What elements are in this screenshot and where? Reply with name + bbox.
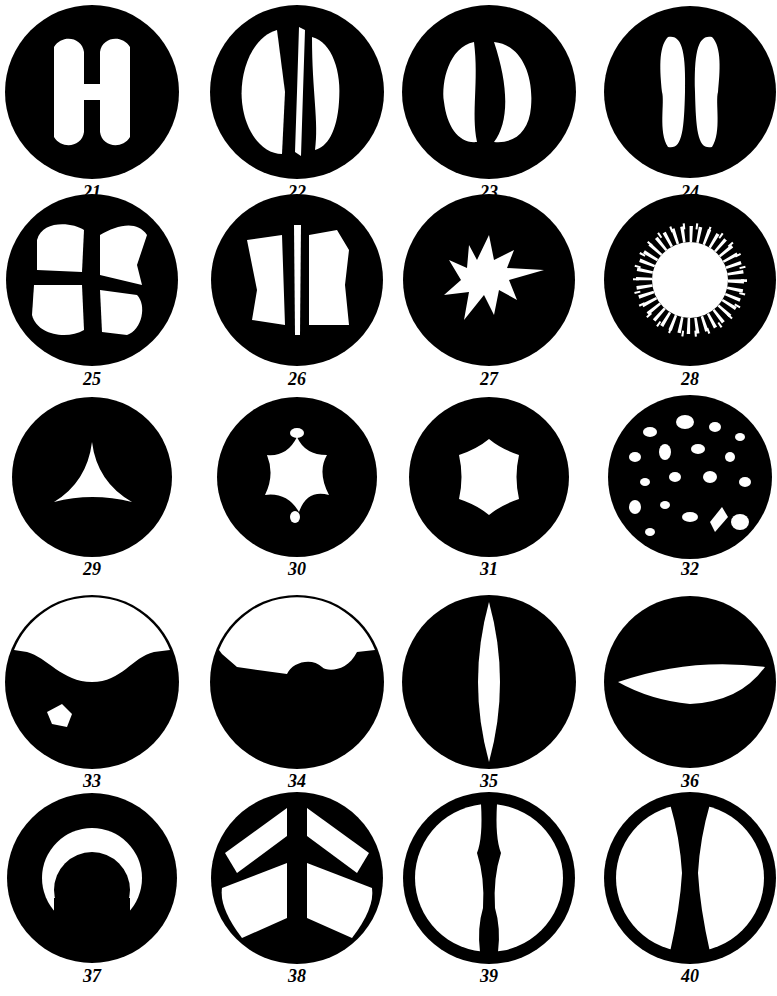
figure-number: 27: [480, 369, 498, 390]
figure-29: [12, 397, 172, 557]
figure-number: 26: [288, 369, 306, 390]
figure-37: [7, 793, 177, 963]
figure-number: 32: [681, 559, 699, 580]
figure-38: [211, 792, 383, 964]
figure-32: [608, 395, 772, 559]
figure-number: 30: [288, 559, 306, 580]
figure-number: 34: [288, 771, 306, 792]
figure-number: 25: [83, 369, 101, 390]
figure-34: [210, 595, 384, 769]
figure-number: 38: [288, 966, 306, 987]
figure-27: [403, 194, 575, 366]
figure-number: 28: [681, 369, 699, 390]
figure-40: [604, 792, 776, 964]
figure-number: 22: [288, 182, 306, 203]
figure-24: [604, 6, 776, 178]
figure-31: [409, 397, 569, 557]
figure-number: 37: [83, 966, 101, 987]
figure-number: 39: [480, 966, 498, 987]
figure-number: 40: [681, 966, 699, 987]
figure-28: [604, 194, 776, 366]
figure-30: [217, 397, 377, 557]
figure-26: [211, 194, 383, 366]
figure-23: [402, 5, 576, 179]
figure-number: 29: [83, 559, 101, 580]
figure-22: [210, 5, 384, 179]
figure-number: 31: [480, 559, 498, 580]
figure-21: [5, 5, 179, 179]
figure-39: [403, 792, 575, 964]
figure-number: 35: [480, 771, 498, 792]
figure-number: 33: [83, 771, 101, 792]
figure-number: 36: [681, 771, 699, 792]
figure-number: 24: [681, 182, 699, 203]
figure-35: [402, 595, 576, 769]
figure-36: [604, 596, 776, 768]
figure-25: [6, 194, 178, 366]
figure-number: 23: [480, 182, 498, 203]
figure-number: 21: [83, 182, 101, 203]
figure-33: [5, 595, 179, 769]
